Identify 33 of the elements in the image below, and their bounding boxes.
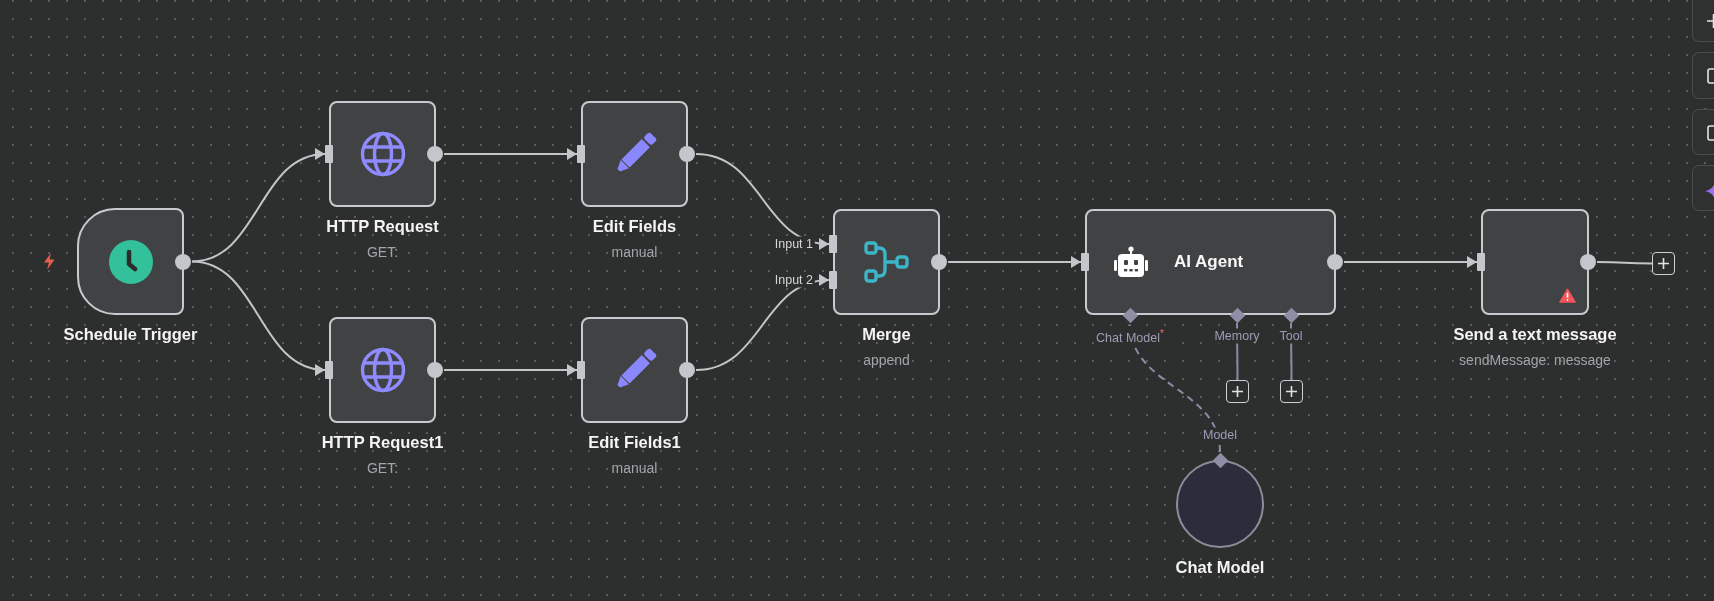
node-title: HTTP Request1	[321, 432, 444, 452]
node-subtitle: GET:	[366, 460, 399, 476]
arrow	[695, 153, 830, 249]
node-title: Schedule Trigger	[63, 324, 198, 344]
node-title: Merge	[862, 324, 911, 344]
arrow	[443, 364, 578, 376]
add-node-button	[1280, 380, 1303, 403]
port-label: Input 1	[772, 236, 815, 252]
add-node-button	[1652, 252, 1675, 275]
node-title: HTTP Request	[326, 216, 439, 236]
arrow	[947, 256, 1082, 268]
port-label: Tool	[1277, 328, 1305, 344]
port-label: Memory	[1212, 328, 1262, 344]
node-title: Send a text message	[1453, 324, 1617, 344]
node-title: Edit Fields	[592, 216, 677, 236]
node-subtitle: manual	[611, 460, 658, 476]
add-node-button	[1226, 380, 1249, 403]
arrow	[191, 260, 326, 375]
port-label: Chat Model$^{*}$	[1094, 325, 1166, 347]
connector-line	[1596, 261, 1653, 265]
node-title: AI Agent	[1174, 252, 1244, 272]
node-title: Edit Fields1	[588, 432, 681, 452]
port-label: Model	[1201, 427, 1239, 443]
node-subtitle: manual	[611, 244, 658, 260]
port-label: Input 2	[772, 272, 815, 288]
arrow	[443, 148, 578, 160]
node-subtitle: GET:	[366, 244, 399, 260]
arrow	[695, 275, 830, 371]
node-title: Chat Model	[1175, 557, 1265, 577]
node-subtitle: sendMessage: message	[1459, 352, 1611, 368]
node-subtitle: append	[863, 352, 910, 368]
arrow	[191, 149, 326, 263]
arrow	[1343, 256, 1478, 268]
